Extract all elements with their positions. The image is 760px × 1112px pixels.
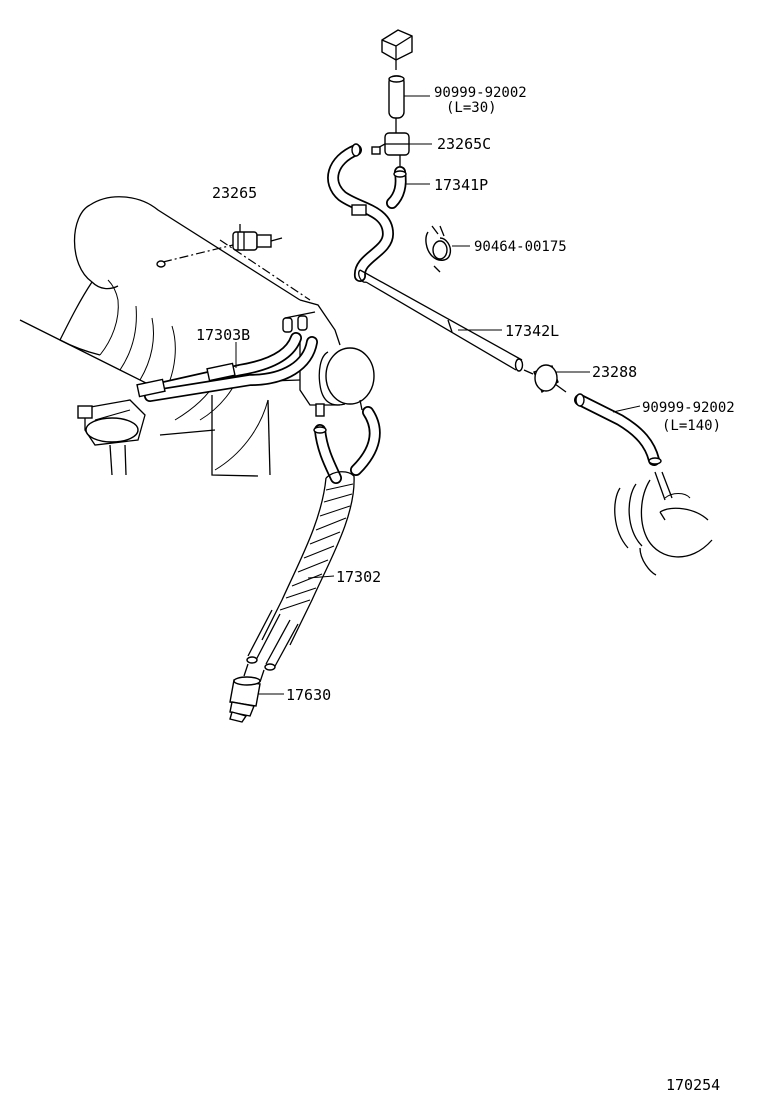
- port-2: [297, 315, 308, 331]
- callout-23265: 23265: [212, 184, 257, 202]
- callout-hose-top-part: 90999-92002: [434, 85, 527, 101]
- throttle-body: [325, 347, 375, 405]
- callout-17630: 17630: [286, 686, 331, 704]
- hose-l140-end-a: [575, 393, 585, 407]
- pipe-17342l-end: [514, 358, 524, 372]
- callout-23288: 23288: [592, 363, 637, 381]
- callout-hose-top-len: (L=30): [446, 100, 497, 116]
- hose-17303b: 17303B: [136, 326, 318, 402]
- hose-17341p-end: [393, 170, 407, 178]
- port-1: [282, 317, 293, 333]
- clamp-ring: [432, 240, 448, 260]
- vsv-body: [232, 231, 258, 251]
- callout-hose-right-part: 90999-92002: [642, 400, 735, 416]
- pipe-17342l: 17342L: [327, 143, 559, 372]
- callout-90464-00175: 90464-00175: [474, 239, 567, 255]
- figure-number: 170254: [666, 1076, 720, 1094]
- hose-s-branch: [351, 204, 367, 216]
- callout-17342l: 17342L: [505, 322, 559, 340]
- callout-23265c: 23265C: [437, 135, 491, 153]
- harness-tube-end-1: [246, 656, 258, 664]
- vsv-mount-hole: [156, 260, 166, 268]
- harness-branch-end: [313, 426, 327, 434]
- hose-17303b-sleeve: [206, 362, 236, 382]
- vsv-nipple: [256, 234, 272, 248]
- sensor-top: [233, 676, 261, 686]
- sensor-tip: [229, 711, 248, 723]
- vsv-23265c-nipple-left: [371, 146, 381, 155]
- top-assembly: 90999-92002 (L=30) 23265C 17341P: [371, 29, 527, 209]
- hose-17303b-connector: [136, 378, 166, 398]
- block-bolt: [315, 403, 325, 417]
- clamp-90464-00175: 90464-00175: [425, 225, 567, 273]
- callout-17303b: 17303B: [196, 326, 250, 344]
- vsv-23265: 23265: [156, 184, 311, 301]
- air-duct: [614, 471, 713, 576]
- hose-l140-end-b: [648, 457, 662, 465]
- hose-s-end-top: [351, 143, 361, 157]
- hose-l140: 90999-92002 (L=140): [574, 393, 735, 466]
- filter-face: [534, 364, 558, 392]
- hose-l30-end: [388, 75, 405, 83]
- callout-17302: 17302: [336, 568, 381, 586]
- callout-17341p: 17341P: [434, 176, 488, 194]
- callout-hose-right-len: (L=140): [662, 418, 721, 434]
- filter-23288: 23288: [523, 363, 637, 394]
- distributor-cap: [85, 417, 139, 443]
- sensor-17630: 17630: [229, 663, 331, 723]
- distributor-terminal: [77, 405, 93, 419]
- harness-tube-end-2: [264, 663, 276, 671]
- harness-17302: 17302: [246, 406, 381, 671]
